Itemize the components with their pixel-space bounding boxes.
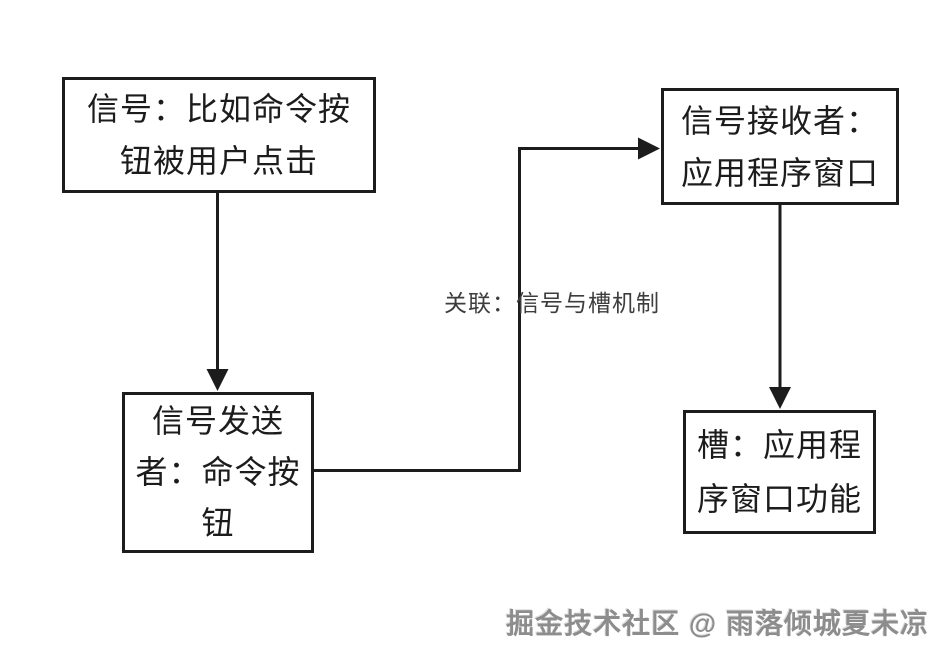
arrow-signal-to-sender — [206, 193, 229, 391]
node-sender-text-line3: 钮 — [201, 505, 235, 541]
node-signal: 信号：比如命令按 钮被用户点击 — [62, 77, 376, 193]
node-receiver-text-line2: 应用程序窗口 — [681, 154, 880, 191]
arrow-receiver-to-slot — [769, 205, 791, 409]
arrow-sender-to-receiver — [314, 137, 660, 472]
node-signal-text-line1: 信号：比如命令按 — [86, 91, 351, 127]
node-sender: 信号发送 者：命令按 钮 — [122, 392, 314, 553]
node-slot: 槽：应用程 序窗口功能 — [683, 410, 876, 534]
node-signal-text-line2: 钮被用户点击 — [119, 143, 318, 179]
node-receiver: 信号接收者： 应用程序窗口 — [661, 88, 899, 205]
node-slot-text-line1: 槽：应用程 — [696, 427, 862, 463]
node-receiver-text-line1: 信号接收者： — [681, 102, 880, 139]
node-sender-text-line1: 信号发送 — [151, 403, 284, 439]
node-sender-text-line2: 者：命令按 — [135, 454, 301, 490]
edge-label: 关联：信号与槽机制 — [444, 290, 660, 316]
node-slot-text-line2: 序窗口功能 — [696, 481, 862, 517]
watermark-text: 掘金技术社区 @ 雨落倾城夏未凉 — [506, 608, 929, 639]
